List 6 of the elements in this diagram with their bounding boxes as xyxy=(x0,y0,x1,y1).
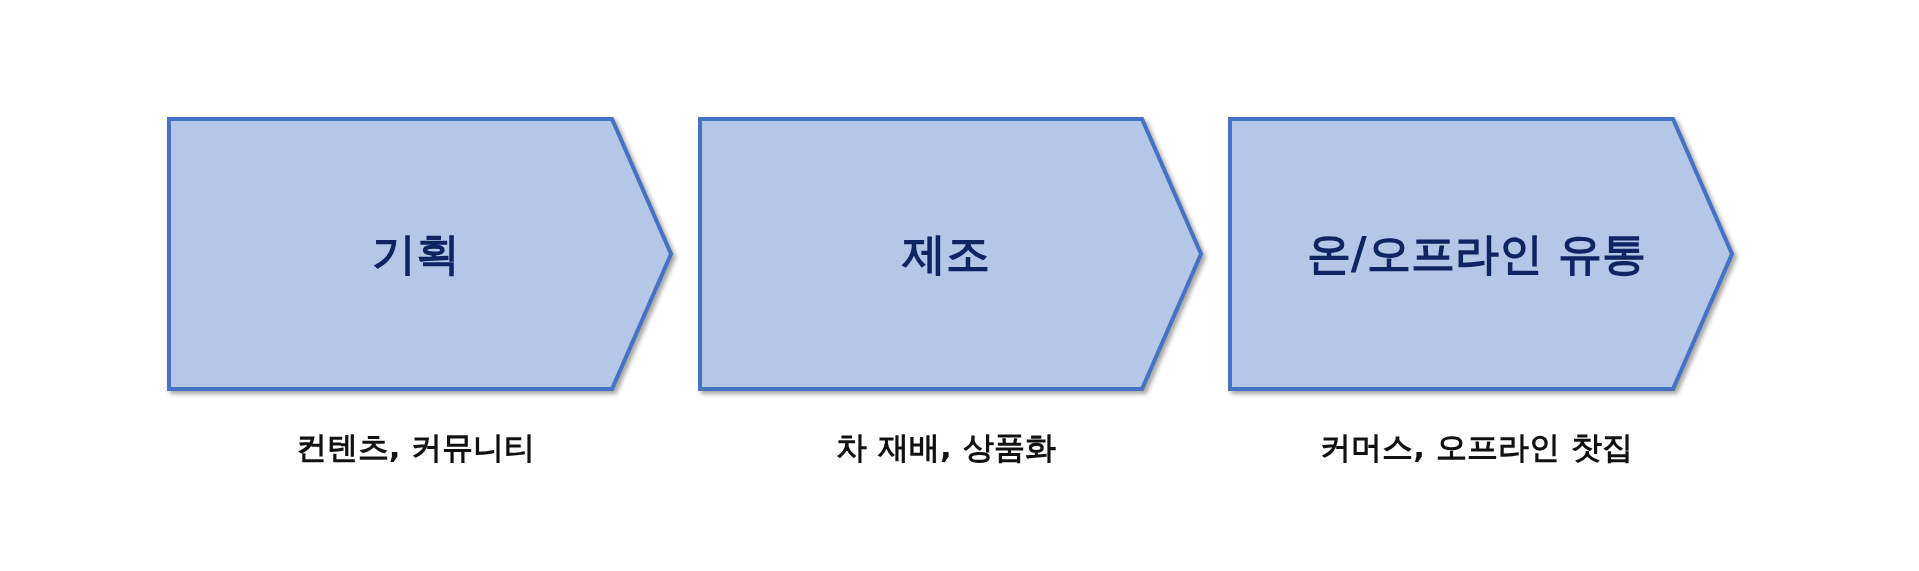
stage-title: 온/오프라인 유통 xyxy=(1306,226,1647,281)
stage-title: 기획 xyxy=(371,226,460,281)
stage-caption: 컨텐츠, 커뮤니티 xyxy=(295,428,536,467)
stage-caption: 커머스, 오프라인 찻집 xyxy=(1320,428,1633,467)
stage-caption: 차 재배, 상품화 xyxy=(836,428,1056,467)
stage-title: 제조 xyxy=(902,226,990,281)
